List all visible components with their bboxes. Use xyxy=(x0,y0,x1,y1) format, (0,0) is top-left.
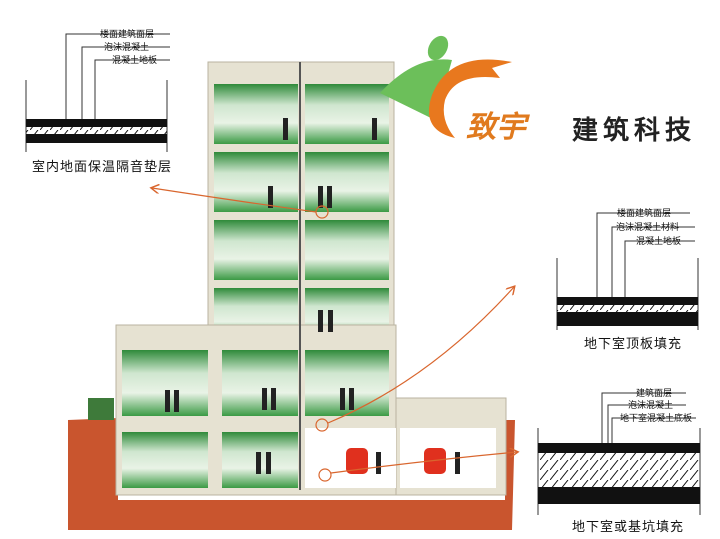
roof-layer-1: 楼面建筑面层 xyxy=(617,209,672,219)
shrub xyxy=(88,398,114,420)
roof-layer-2: 泡沫混凝土材料 xyxy=(616,223,680,233)
indoor-layer-2: 泡沫混凝土 xyxy=(104,43,150,53)
basement-layer-2: 泡沫混凝土 xyxy=(628,401,674,411)
indoor-caption: 室内地面保温隔音垫层 xyxy=(32,160,173,175)
logo-text: 建筑科技 xyxy=(572,116,697,146)
callout-arrows xyxy=(152,188,517,482)
indoor-layer-3: 混凝土地板 xyxy=(112,56,158,66)
roof-layer-3: 混凝土地板 xyxy=(636,237,682,247)
basement-caption: 地下室或基坑填充 xyxy=(572,520,685,535)
people-figures xyxy=(165,118,460,474)
basement-layer-3: 地下室混凝土底板 xyxy=(620,414,693,424)
indoor-layer-1: 楼面建筑面层 xyxy=(100,30,155,40)
roof-caption: 地下室顶板填充 xyxy=(584,337,683,352)
lower-windows xyxy=(122,350,389,488)
basement-layer-1: 建筑面层 xyxy=(636,389,673,399)
detail-basement-drawing xyxy=(537,392,701,515)
cars xyxy=(346,448,446,474)
detail-indoor-drawing xyxy=(25,33,170,152)
soil-ground xyxy=(68,418,515,530)
logo-brand: 致宇 xyxy=(466,110,526,145)
detail-roof-drawing xyxy=(556,212,699,330)
logo-mark xyxy=(380,35,512,138)
